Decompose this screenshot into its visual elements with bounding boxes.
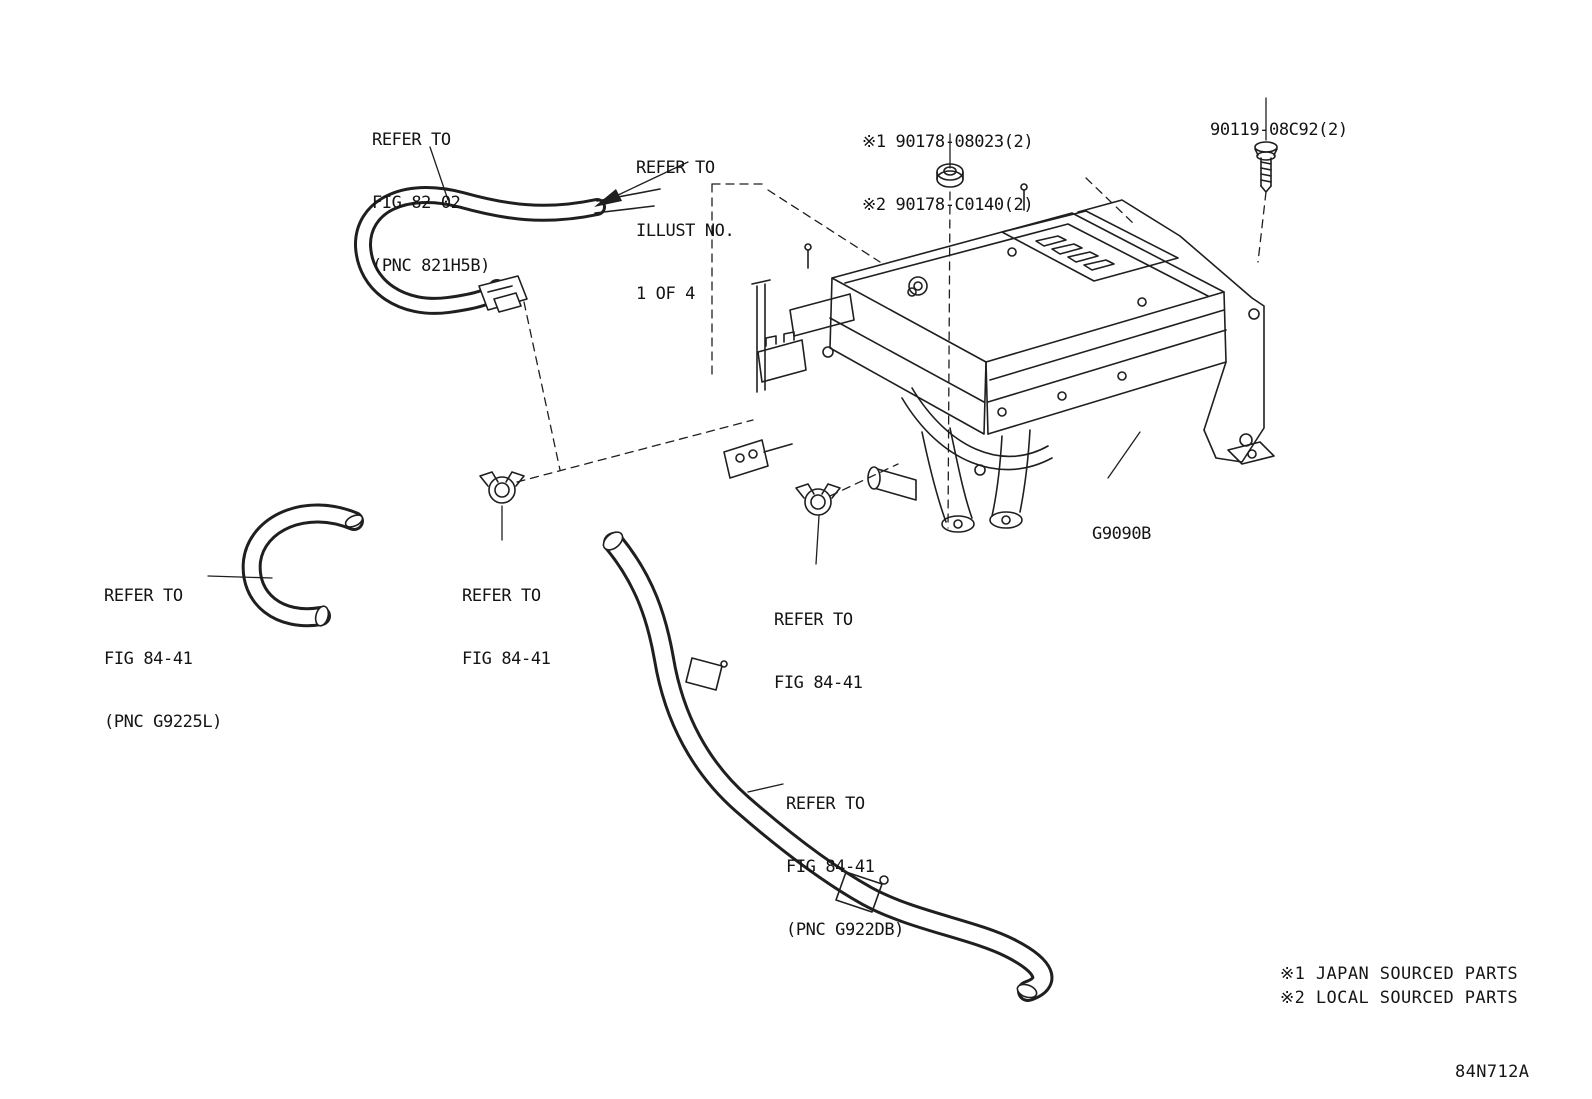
inverter-assembly-drawing xyxy=(723,183,1275,533)
label-line: (PNC G9225L) xyxy=(104,712,223,732)
label-refer-illust-1-of-4: REFER TO ILLUST NO. 1 OF 4 xyxy=(636,116,735,347)
leader-lines-solid xyxy=(207,97,1267,793)
label-line: REFER TO xyxy=(462,586,541,606)
label-line: FIG 84-41 xyxy=(462,649,551,669)
part-number-line[interactable]: ※1 90178-08023(2) xyxy=(862,132,1034,152)
label-line: (PNC 821H5B) xyxy=(372,256,491,276)
label-line: ILLUST NO. xyxy=(636,221,735,241)
part-number-line[interactable]: G9090B xyxy=(1092,524,1152,544)
label-line: 1 OF 4 xyxy=(636,284,696,304)
hose-bottom-drawing xyxy=(602,531,1054,1002)
part-callout-90178[interactable]: ※1 90178-08023(2) ※2 90178-C0140(2) xyxy=(862,90,1034,258)
drawing-number: 84N712A xyxy=(1455,1062,1530,1082)
footnote-japan-sourced: ※1 JAPAN SOURCED PARTS xyxy=(1280,964,1518,984)
label-refer-fig-84-41-right: REFER TO FIG 84-41 xyxy=(774,568,863,736)
clamp-right-drawing xyxy=(795,483,841,516)
part-callout-90119[interactable]: 90119-08C92(2) xyxy=(1210,78,1348,183)
label-line: REFER TO xyxy=(774,610,853,630)
illust-arrow-icon xyxy=(594,189,622,207)
footnote-local-sourced: ※2 LOCAL SOURCED PARTS xyxy=(1280,988,1518,1008)
label-line: FIG 84-41 xyxy=(786,857,875,877)
hose-left-drawing xyxy=(241,503,364,628)
label-line: REFER TO xyxy=(786,794,865,814)
label-line: REFER TO xyxy=(372,130,451,150)
label-line: FIG 84-41 xyxy=(774,673,863,693)
clamp-left-drawing xyxy=(479,471,525,504)
label-line: REFER TO xyxy=(104,586,183,606)
part-number-line[interactable]: 90119-08C92(2) xyxy=(1210,120,1348,140)
part-number-line[interactable]: ※2 90178-C0140(2) xyxy=(862,195,1034,215)
label-refer-fig-82-02: REFER TO FIG 82-02 (PNC 821H5B) xyxy=(372,88,490,319)
label-line: REFER TO xyxy=(636,158,715,178)
harness-drawing xyxy=(353,185,661,315)
sourcing-footnotes: ※1 JAPAN SOURCED PARTS ※2 LOCAL SOURCED … xyxy=(1280,962,1518,1010)
label-refer-fig-84-41-bottom: REFER TO FIG 84-41 (PNC G922DB) xyxy=(786,752,904,983)
label-line: (PNC G922DB) xyxy=(786,920,905,940)
part-callout-g9090b[interactable]: G9090B xyxy=(1092,482,1151,587)
label-refer-fig-84-41-mid: REFER TO FIG 84-41 xyxy=(462,544,551,712)
leader-lines-dashed xyxy=(516,177,1267,529)
label-line: FIG 84-41 xyxy=(104,649,193,669)
label-line: FIG 82-02 xyxy=(372,193,461,213)
label-refer-fig-84-41-left: REFER TO FIG 84-41 (PNC G9225L) xyxy=(104,544,222,775)
